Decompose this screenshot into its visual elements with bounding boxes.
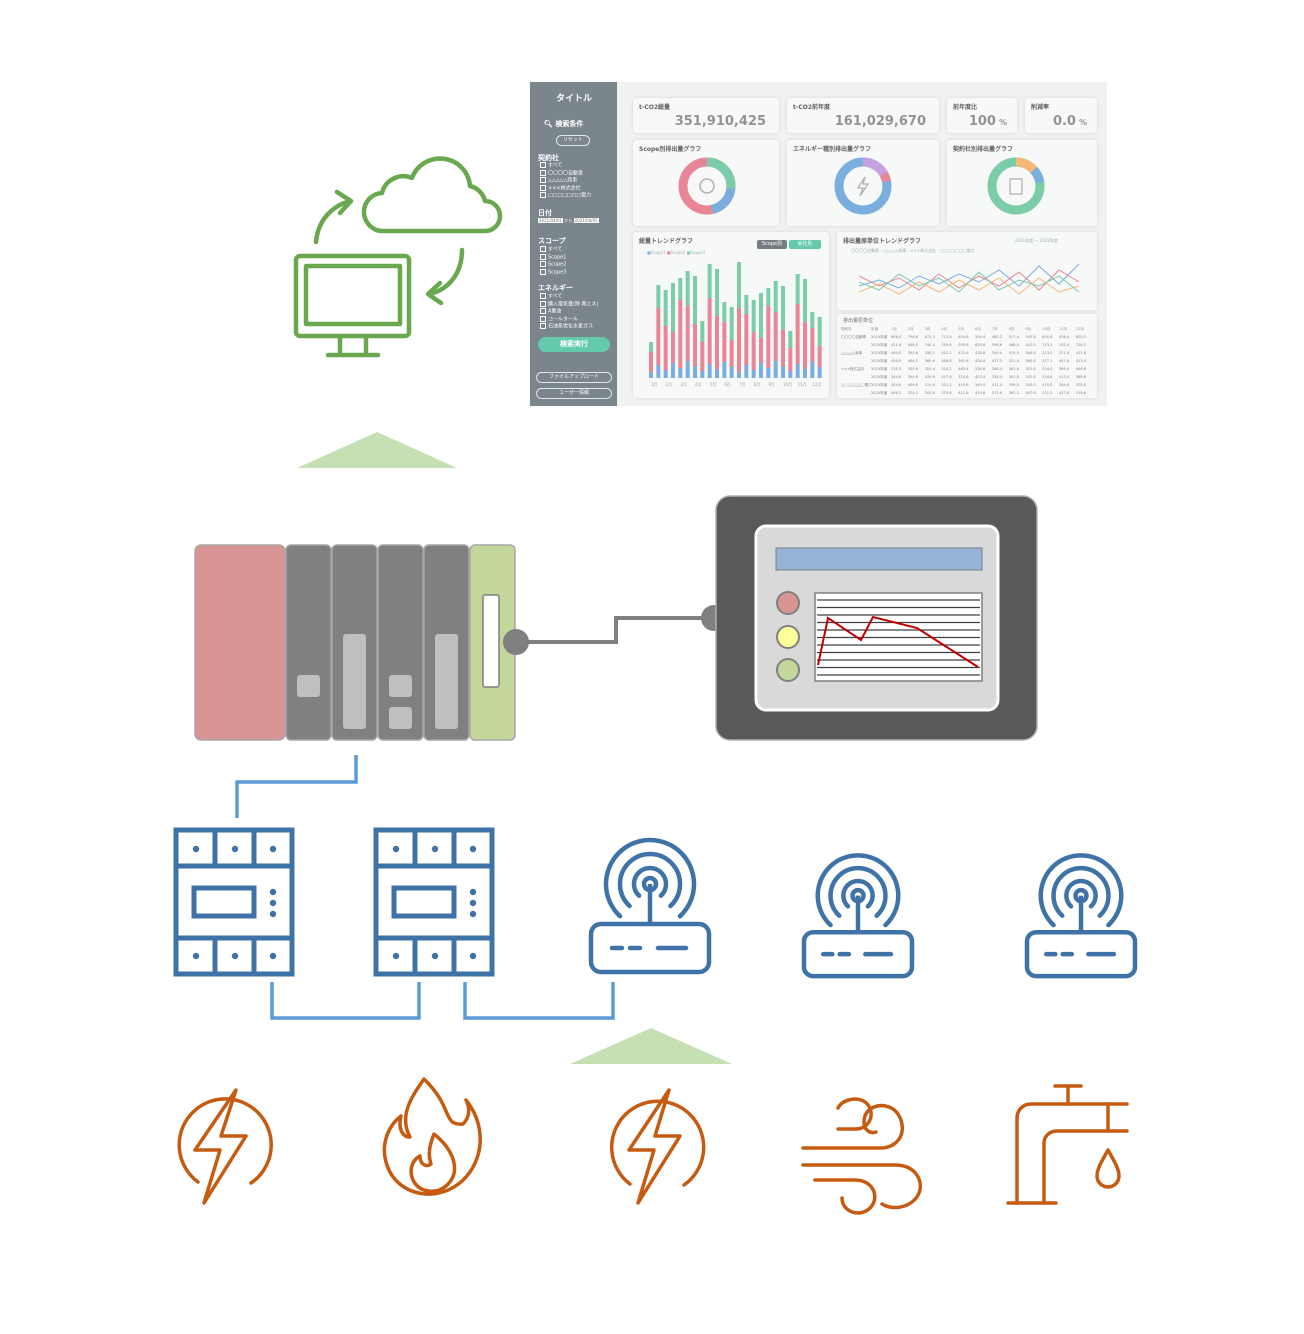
- plc-power-module: [194, 544, 286, 741]
- company-toggle[interactable]: 会社別: [789, 240, 821, 249]
- svg-text:6月: 6月: [724, 382, 731, 387]
- date-heading: 日付: [538, 209, 552, 217]
- svg-text:2月: 2月: [666, 382, 673, 387]
- field-wiring: [235, 755, 615, 1020]
- user-info-button[interactable]: ユーザー情報: [536, 388, 612, 399]
- wireless-gateway-icon: [1024, 853, 1138, 979]
- hmi-touch-panel: [715, 495, 1038, 741]
- energy-donut-panel: エネルギー種別排出量グラフ: [787, 140, 939, 226]
- date-range: 2021/04/01 から 2021/04/05: [538, 218, 599, 223]
- search-conditions-heading: 🔍︎ 検索条件: [544, 120, 584, 128]
- water-faucet-icon: [1006, 1084, 1129, 1205]
- wireless-gateway-icon: [801, 853, 915, 979]
- hmi-trend-screen: [814, 592, 983, 682]
- scope-filter-list: すべて Scope1 Scope2 Scope3: [540, 246, 566, 276]
- contractor-heading: 契約社: [538, 154, 559, 162]
- svg-text:9月: 9月: [768, 382, 775, 387]
- power-meter-icon: [173, 827, 295, 977]
- trend-bar-chart: 1月 2月 3月 4月 5月 6月 7月 8月 9月 10月 11月 12月: [649, 262, 822, 387]
- svg-text:10月: 10月: [783, 382, 792, 387]
- svg-text:8月: 8月: [754, 382, 761, 387]
- unit-trend-legend: 〇〇〇〇自動車 · △△△△△商事 · ×××株式会社 · □□□□□□□電力: [851, 248, 975, 253]
- electricity-icon: [610, 1088, 706, 1205]
- cloud-icon: [361, 156, 503, 234]
- reset-button[interactable]: リセット: [556, 135, 590, 146]
- kpi-card: 前年度比 100%: [947, 98, 1017, 133]
- svg-text:3月: 3月: [680, 382, 687, 387]
- power-meter-icon: [373, 827, 495, 977]
- kpi-card: t-CO2前年度 161,029,670: [787, 98, 939, 133]
- energy-heading: エネルギー: [538, 284, 573, 292]
- upload-arrow-bottom: [570, 1028, 732, 1064]
- hmi-yellow-lamp: [776, 625, 800, 649]
- hmi-header-bar: [775, 547, 983, 571]
- svg-text:11月: 11月: [798, 382, 807, 387]
- dashboard-main: t-CO2総量 351,910,425 t-CO2前年度 161,029,670…: [617, 82, 1107, 406]
- plc-cpu-module: [285, 544, 332, 741]
- crosshair-icon: [699, 178, 715, 194]
- svg-text:5月: 5月: [710, 382, 717, 387]
- scope-donut-chart: [678, 157, 736, 215]
- upload-arrow-top: [297, 432, 457, 468]
- unit-trend-line-chart: [859, 263, 1080, 295]
- company-donut-chart: [987, 157, 1045, 215]
- wind-icon: [801, 1097, 923, 1215]
- sync-arrows-icon: [313, 189, 465, 306]
- lightning-icon: [856, 176, 870, 197]
- svg-text:1月: 1月: [651, 382, 658, 387]
- monitor-icon: [293, 253, 412, 358]
- file-upload-button[interactable]: ファイルアップロード: [536, 372, 612, 383]
- kpi-card: 削減率 0.0%: [1025, 98, 1097, 133]
- svg-text:12月: 12月: [812, 382, 821, 387]
- hmi-red-lamp: [776, 591, 800, 615]
- company-donut-panel: 契約社別排出量グラフ: [947, 140, 1097, 226]
- date-to-input[interactable]: 2021/04/05: [573, 218, 599, 223]
- unit-trend-panel: 排出量原単位トレンドグラフ 2021年度 — 2022年度 〇〇〇〇自動車 · …: [837, 232, 1097, 310]
- energy-donut-chart: [834, 157, 892, 215]
- svg-text:4月: 4月: [695, 382, 702, 387]
- wireless-gateway-icon: [588, 837, 712, 975]
- energy-dashboard-screenshot: タイトル 🔍︎ 検索条件 リセット 契約社 すべて 〇〇〇〇自動車 △△△△△商…: [530, 82, 1107, 406]
- building-icon: [1009, 178, 1023, 195]
- dashboard-title: タイトル: [556, 94, 593, 104]
- trend-legend: ■Scope1 ■Scope2 ■Scope3: [647, 250, 706, 255]
- hmi-green-lamp: [776, 658, 800, 682]
- electricity-icon: [177, 1088, 273, 1205]
- svg-text:7月: 7月: [739, 382, 746, 387]
- total-trend-panel: 総量トレンドグラフ Scope別 会社別 ■Scope1 ■Scope2 ■Sc…: [633, 232, 829, 398]
- scope-donut-panel: Scope別排出量グラフ: [633, 140, 779, 226]
- flame-icon: [382, 1077, 482, 1196]
- dashboard-sidebar: タイトル 🔍︎ 検索条件 リセット 契約社 すべて 〇〇〇〇自動車 △△△△△商…: [530, 82, 617, 406]
- scope-toggle[interactable]: Scope別: [757, 240, 787, 249]
- date-from-input[interactable]: 2021/04/01: [538, 218, 564, 223]
- cloud-sync-computer-icon: [293, 156, 503, 358]
- run-search-button[interactable]: 検索実行: [538, 337, 610, 352]
- energy-filter-list: すべて 購入電気量(除 再エネ) A重油 コールタール 石油系炭化水素ガス: [540, 293, 599, 331]
- scope-heading: スコープ: [538, 237, 566, 245]
- kpi-card: t-CO2総量 351,910,425: [633, 98, 779, 133]
- plc-hmi-cable: [503, 605, 727, 655]
- plc-rack: [194, 544, 516, 741]
- contractor-filter-list: すべて 〇〇〇〇自動車 △△△△△商事 ×××株式会社 □□□□□□□電力: [540, 162, 591, 200]
